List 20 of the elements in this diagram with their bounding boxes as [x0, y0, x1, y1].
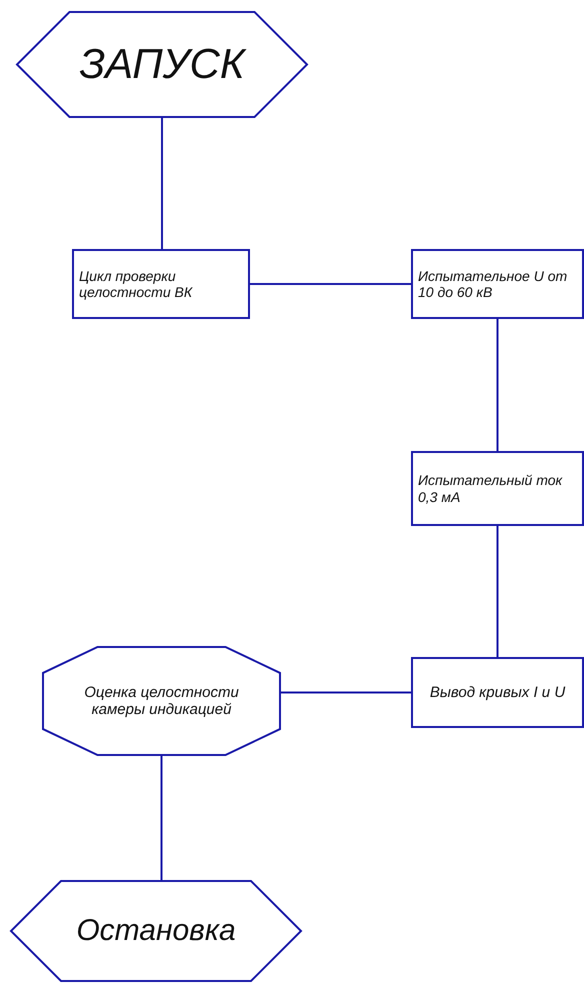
process-box — [412, 452, 583, 525]
node-text: Вывод кривых I и U — [430, 684, 566, 702]
connector-line — [496, 318, 498, 452]
connector-line — [160, 755, 162, 881]
terminator-hexagon — [11, 881, 301, 981]
connector-line — [249, 283, 412, 285]
connector-line — [496, 525, 498, 658]
process-box — [73, 250, 249, 318]
connector-line — [161, 117, 163, 250]
node-text: Остановка — [76, 914, 236, 948]
process-box — [412, 658, 583, 727]
node-text: Цикл проверки целостности ВК — [79, 268, 194, 300]
terminator-hexagon — [17, 12, 307, 117]
process-box — [412, 250, 583, 318]
node-text: Испытательное U от 10 до 60 кВ — [418, 268, 568, 300]
node-text: Оценка целостности камеры индикацией — [83, 684, 240, 718]
connector-line — [280, 692, 412, 694]
node-text: Испытательный ток 0,3 мА — [418, 472, 564, 505]
node-text: ЗАПУСК — [79, 40, 245, 89]
octagon-box — [43, 647, 280, 755]
